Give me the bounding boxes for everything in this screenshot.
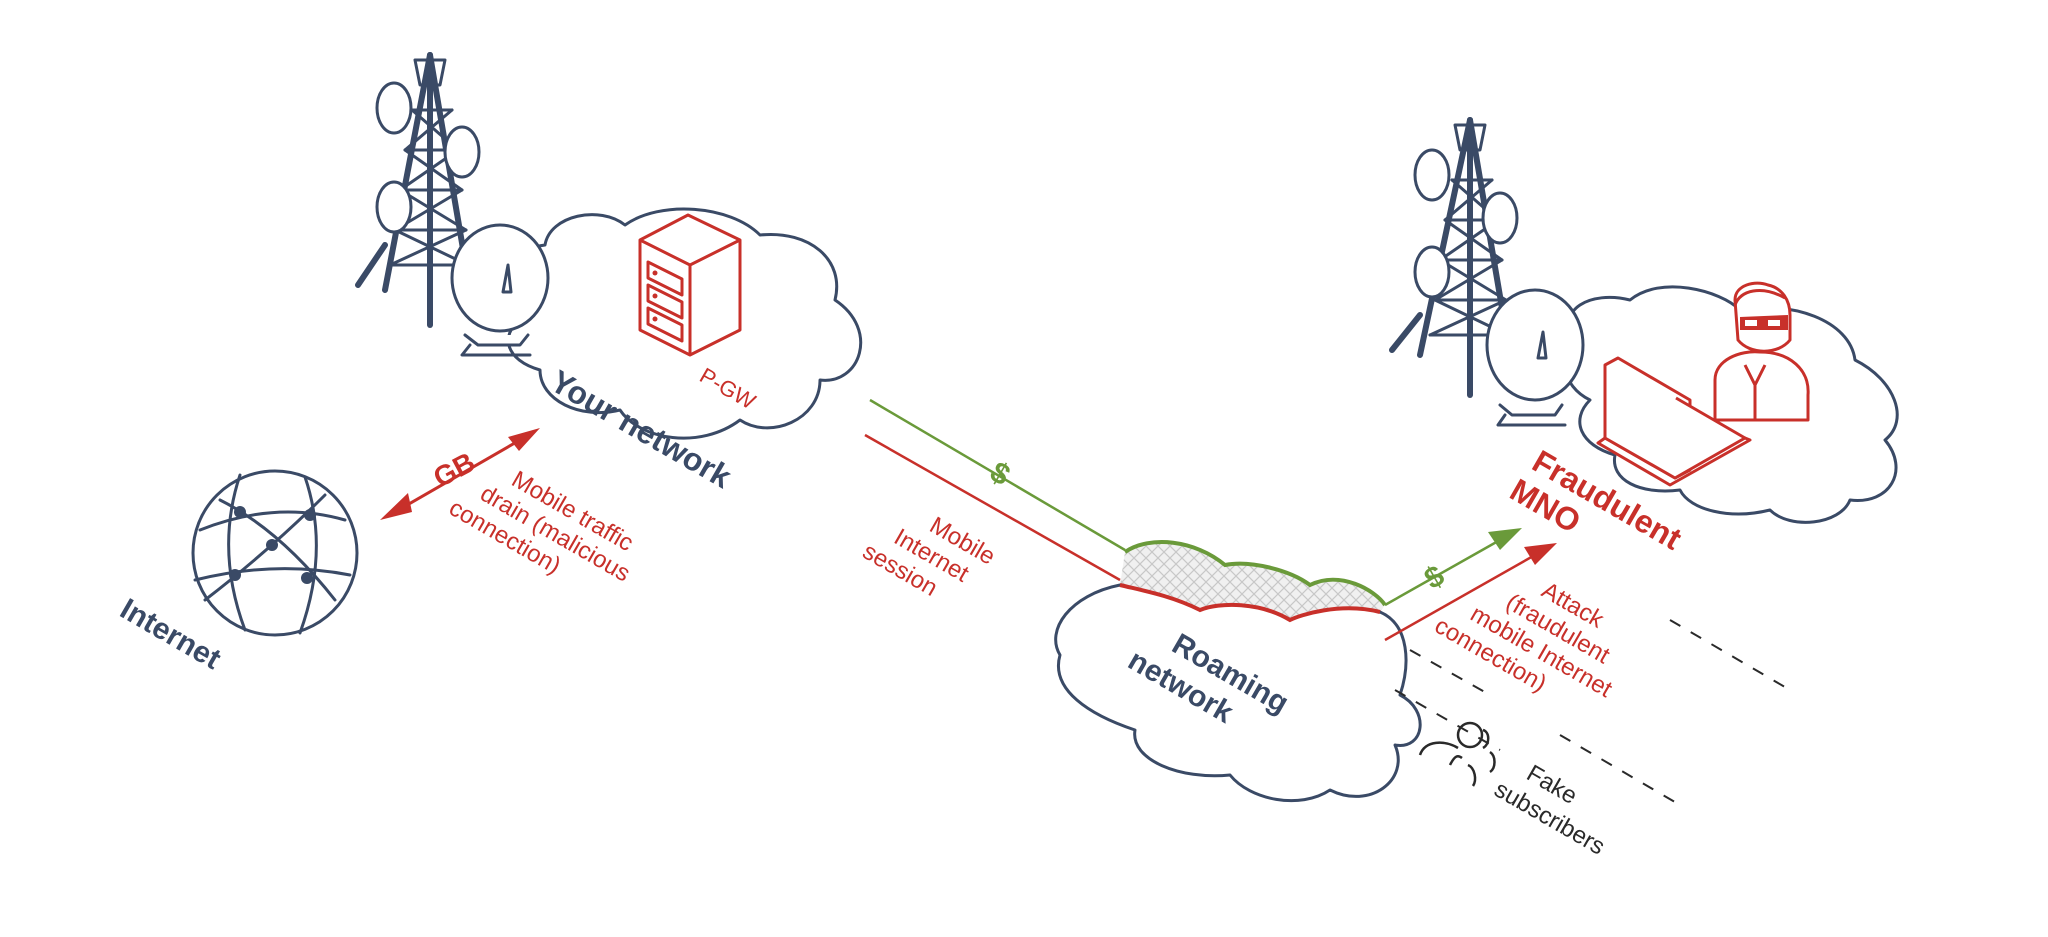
satellite-dish-icon-right [1485, 288, 1585, 427]
gb-label: GB [428, 446, 480, 493]
attack-label: Attack (fraudulent mobile Internet conne… [1430, 539, 1650, 730]
gb-text: GB [428, 446, 480, 493]
globe-icon [191, 469, 359, 637]
dashed-line-1 [1669, 619, 1791, 691]
dollar-label-1: $ [985, 455, 1016, 492]
hacker-person-icon [1713, 281, 1810, 422]
dashed-line-3 [1394, 689, 1501, 751]
dollar-text-2: $ [1419, 559, 1450, 596]
roaming-cloud [1054, 540, 1422, 803]
dollar-text-1: $ [985, 455, 1016, 492]
green-attack-arrow [1384, 538, 1501, 607]
fake-subscribers-label: Fake subscribers [1490, 750, 1625, 861]
dollar-label-2: $ [1419, 559, 1450, 596]
dashed-line-2 [1409, 649, 1491, 696]
people-icon [1418, 721, 1496, 787]
gb-arrow [380, 428, 540, 520]
laptop-icon [1596, 356, 1752, 487]
cell-tower-icon-right [1389, 117, 1519, 398]
red-session-line [864, 433, 1121, 582]
green-session-line [869, 398, 1126, 552]
internet-text: Internet [115, 592, 227, 676]
red-attack-arrow [1384, 553, 1536, 642]
internet-label: Internet [115, 592, 227, 676]
mobile-session-label: Mobile Internet session [858, 489, 1005, 622]
satellite-dish-icon [450, 223, 550, 357]
server-rack-icon [638, 213, 742, 357]
